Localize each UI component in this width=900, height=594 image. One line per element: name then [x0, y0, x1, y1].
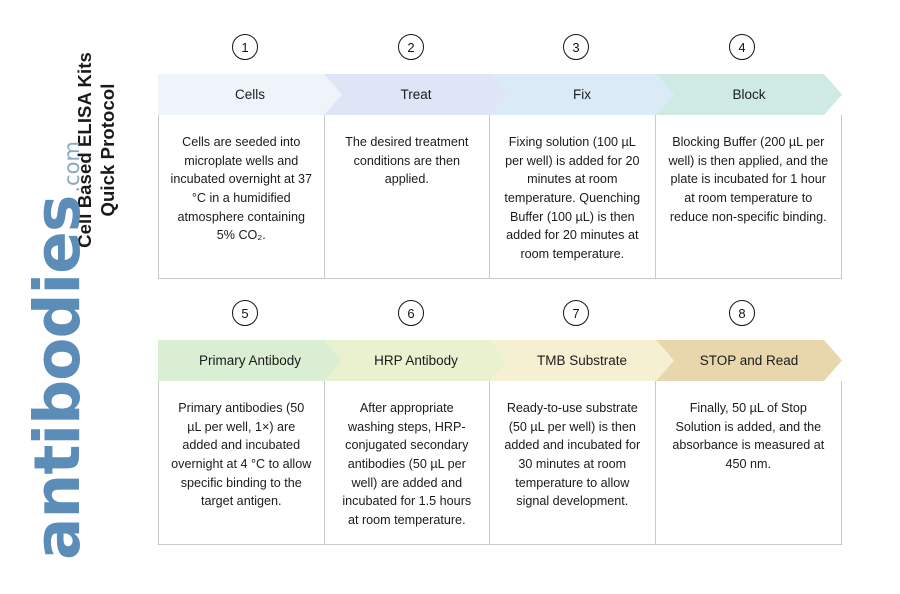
step-chevron-8[interactable]: STOP and Read — [656, 340, 842, 381]
step-chevrons-row-2: Primary Antibody HRP Antibody TMB Substr… — [158, 340, 842, 381]
step-chevron-4[interactable]: Block — [656, 74, 842, 115]
step-description-text-2: The desired treatment conditions are the… — [345, 135, 469, 187]
step-chevron-label-2: Treat — [400, 87, 432, 102]
step-chevron-label-5: Primary Antibody — [198, 353, 302, 368]
step-chevron-label-3: Fix — [573, 87, 591, 102]
step-description-4: Blocking Buffer (200 µL per well) is the… — [656, 115, 841, 278]
step-description-text-7: Ready-to-use substrate (50 µL per well) … — [504, 401, 641, 509]
step-description-5: Primary antibodies (50 µL per well, 1×) … — [159, 381, 325, 544]
step-badge-8: 8 — [729, 300, 755, 326]
step-description-1: Cells are seeded into microplate wells a… — [159, 115, 325, 278]
step-description-text-1: Cells are seeded into microplate wells a… — [170, 135, 312, 243]
step-chevron-5[interactable]: Primary Antibody — [158, 340, 342, 381]
protocol-row-1: 1 2 3 4 Cells Treat Fix Block Cells are … — [158, 30, 842, 279]
brand-logo-tld: .com — [60, 141, 84, 193]
step-chevron-6[interactable]: HRP Antibody — [324, 340, 508, 381]
step-badge-2: 2 — [398, 34, 424, 60]
brand-logo: antibodies .com — [21, 141, 112, 560]
step-descriptions-row-2: Primary antibodies (50 µL per well, 1×) … — [158, 381, 842, 545]
step-badges-row-2: 5 6 7 8 — [158, 296, 840, 340]
step-chevron-label-4: Block — [732, 87, 766, 102]
page-title-line-2: Quick Protocol — [97, 83, 118, 217]
step-chevron-7[interactable]: TMB Substrate — [490, 340, 674, 381]
step-badges-row-1: 1 2 3 4 — [158, 30, 840, 74]
step-description-text-3: Fixing solution (100 µL per well) is add… — [504, 135, 641, 261]
step-description-text-6: After appropriate washing steps, HRP-con… — [342, 401, 472, 527]
step-badge-5: 5 — [232, 300, 258, 326]
step-description-3: Fixing solution (100 µL per well) is add… — [490, 115, 656, 278]
brand-logo-name: antibodies — [21, 195, 94, 560]
step-badge-6: 6 — [398, 300, 424, 326]
step-chevron-label-8: STOP and Read — [699, 353, 799, 368]
step-badge-4: 4 — [729, 34, 755, 60]
step-chevron-label-6: HRP Antibody — [374, 353, 458, 368]
step-description-8: Finally, 50 µL of Stop Solution is added… — [656, 381, 841, 544]
step-description-7: Ready-to-use substrate (50 µL per well) … — [490, 381, 656, 544]
step-chevron-label-1: Cells — [234, 87, 265, 102]
step-badge-1: 1 — [232, 34, 258, 60]
step-description-6: After appropriate washing steps, HRP-con… — [325, 381, 491, 544]
step-badge-7: 7 — [563, 300, 589, 326]
step-chevron-3[interactable]: Fix — [490, 74, 674, 115]
step-badge-3: 3 — [563, 34, 589, 60]
protocol-row-2: 5 6 7 8 Primary Antibody HRP Antibody TM… — [158, 296, 842, 545]
step-chevrons-row-1: Cells Treat Fix Block — [158, 74, 842, 115]
step-chevron-label-7: TMB Substrate — [536, 353, 628, 368]
step-description-2: The desired treatment conditions are the… — [325, 115, 491, 278]
step-description-text-5: Primary antibodies (50 µL per well, 1×) … — [171, 401, 312, 509]
step-description-text-4: Blocking Buffer (200 µL per well) is the… — [668, 135, 829, 224]
step-chevron-2[interactable]: Treat — [324, 74, 508, 115]
step-chevron-1[interactable]: Cells — [158, 74, 342, 115]
step-description-text-8: Finally, 50 µL of Stop Solution is added… — [672, 401, 825, 471]
step-descriptions-row-1: Cells are seeded into microplate wells a… — [158, 115, 842, 279]
